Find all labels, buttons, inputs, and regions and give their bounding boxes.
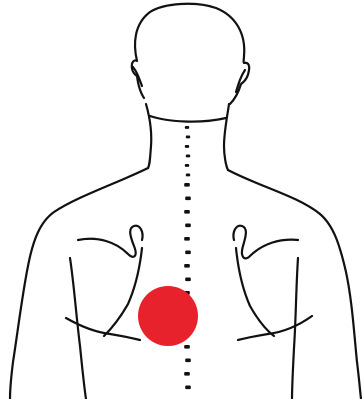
vertebra-dot: [185, 197, 191, 201]
vertebra-dot: [184, 183, 190, 187]
vertebra-dot: [185, 126, 189, 129]
vertebra-dot: [185, 251, 191, 255]
vertebra-dot: [185, 224, 191, 228]
spine-vertebrae: [184, 126, 191, 389]
left-scapula-border: [104, 248, 142, 336]
neck-left: [146, 104, 151, 168]
vertebra-dot: [185, 145, 189, 148]
right-scapula-upper: [233, 226, 298, 259]
right-scapula-border: [236, 248, 274, 336]
left-scapula-upper: [78, 226, 143, 257]
pain-marker: [138, 286, 198, 346]
neck-right: [224, 104, 229, 170]
vertebra-dot: [184, 237, 190, 241]
vertebra-dot: [184, 345, 190, 349]
vertebra-dot: [186, 174, 190, 177]
right-shoulder-torso: [228, 170, 361, 399]
vertebra-dot: [185, 278, 191, 282]
vertebra-dot: [184, 264, 190, 268]
neck-base-line: [150, 116, 226, 122]
vertebra-dot: [185, 164, 189, 167]
vertebra-dot: [185, 386, 191, 390]
vertebra-dot: [186, 155, 190, 158]
right-armpit-line: [292, 258, 298, 399]
vertebra-dot: [186, 136, 190, 139]
left-armpit-line: [70, 258, 86, 399]
vertebra-dot: [184, 210, 190, 214]
head-outline: [132, 4, 249, 104]
vertebra-dot: [185, 359, 191, 363]
vertebra-dot: [184, 372, 190, 376]
left-shoulder-torso: [10, 168, 148, 399]
